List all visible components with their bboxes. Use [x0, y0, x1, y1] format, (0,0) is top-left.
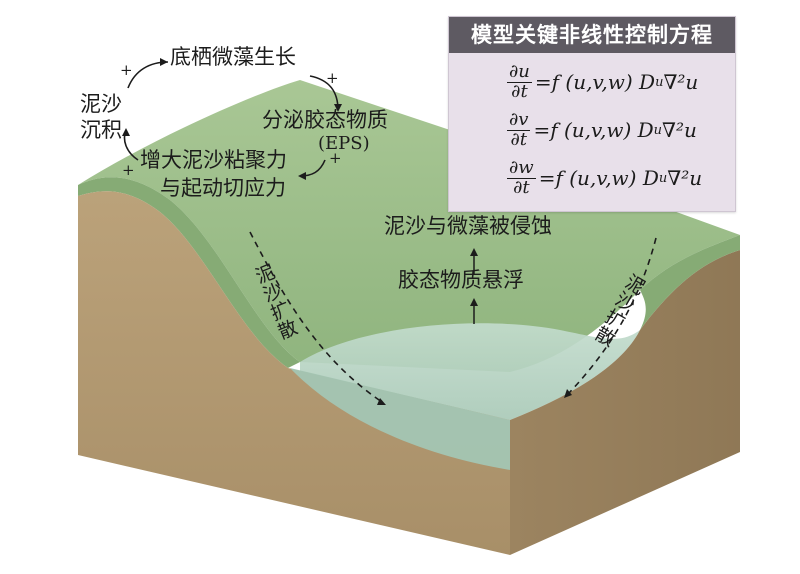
label-deposition-line2: 沉积 [80, 118, 122, 142]
equation-u-numerator: ∂u [507, 61, 532, 83]
equation-u-fraction: ∂u ∂t [507, 61, 532, 102]
plus-sign-4: + [122, 161, 135, 179]
equation-w-tail: ∇²u [667, 166, 703, 191]
grass-surface [78, 80, 740, 372]
equation-panel-title: 模型关键非线性控制方程 [449, 17, 735, 53]
label-cohesion-line1: 增大泥沙粘聚力 [140, 148, 287, 172]
label-eps-line1: 分泌胶态物质 [262, 108, 388, 132]
diffusion-arrows [249, 231, 657, 403]
water-front-face [290, 368, 510, 470]
equation-v-rhs: =f (u,v,w) D [533, 118, 654, 143]
label-algae-growth: 底栖微藻生长 [170, 45, 296, 69]
label-cohesion-line2: 与起动切应力 [160, 176, 286, 200]
equation-w-denominator: ∂t [513, 176, 530, 198]
equation-v-subscript: u [653, 122, 663, 138]
plus-sign-2: + [326, 69, 339, 87]
equation-v-tail: ∇²u [662, 118, 697, 143]
equation-u-denominator: ∂t [511, 80, 528, 102]
soil-side-face [510, 250, 740, 555]
equation-v-numerator: ∂v [507, 109, 531, 131]
arrow-diffusion-right [567, 237, 657, 395]
water-surface [300, 323, 640, 420]
equation-v-denominator: ∂t [510, 128, 528, 150]
left-bank [78, 177, 300, 368]
soil-front-face [78, 191, 510, 555]
label-suspension: 胶态物质悬浮 [398, 268, 524, 292]
right-bank [640, 235, 740, 330]
plus-sign-1: + [120, 61, 133, 79]
cycle-arrowheads [122, 58, 342, 180]
arrow-deposition-to-growth [127, 61, 169, 89]
equation-w-numerator: ∂w [507, 157, 536, 179]
label-deposition-line1: 泥沙 [80, 92, 122, 116]
equation-w-fraction: ∂w ∂t [507, 157, 536, 198]
plus-sign-3: + [329, 149, 342, 167]
label-eps-line2: (EPS) [318, 133, 370, 154]
equation-w-rhs: =f (u,v,w) D [538, 166, 659, 191]
equation-u-tail: ∇²u [663, 70, 699, 95]
equation-v-fraction: ∂v ∂t [507, 109, 531, 150]
label-erosion: 泥沙与微藻被侵蚀 [384, 214, 552, 238]
arrow-diffusion-left [249, 231, 383, 403]
equation-w-subscript: u [658, 170, 668, 186]
equation-u-rhs: =f (u,v,w) D [534, 70, 656, 95]
equation-u-subscript: u [655, 74, 664, 90]
